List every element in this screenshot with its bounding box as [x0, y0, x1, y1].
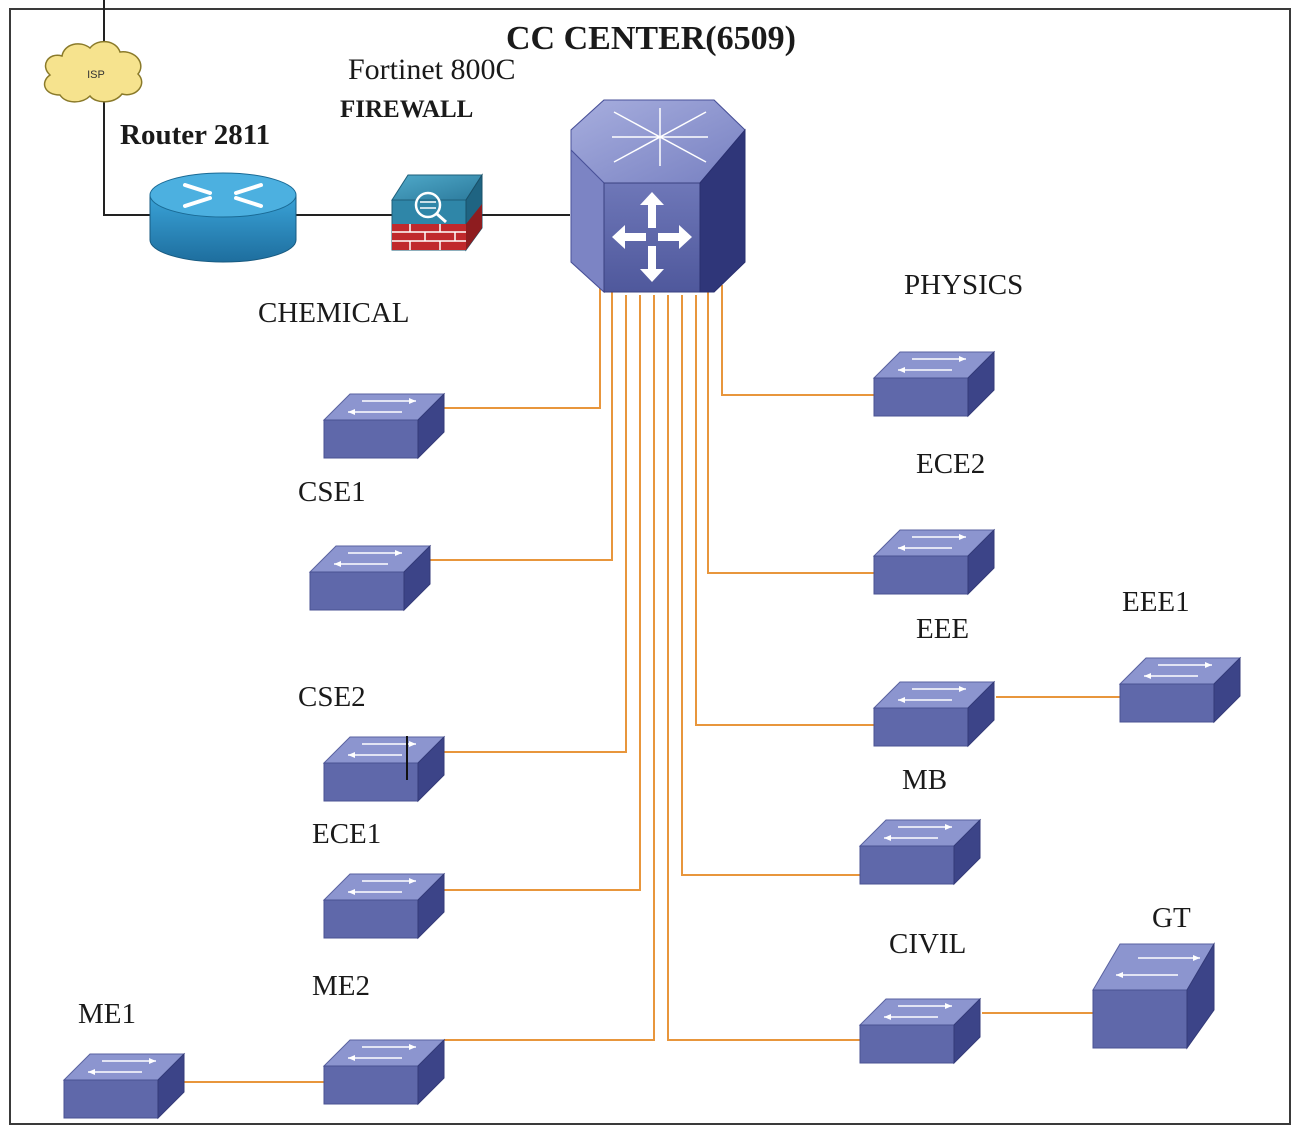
- router-label: Router 2811: [120, 119, 270, 151]
- switch-label-civil: CIVIL: [889, 928, 966, 960]
- switch-ece1: [323, 873, 445, 939]
- link-core-chemical: [444, 285, 601, 409]
- switch-label-cse2: CSE2: [298, 681, 366, 713]
- switch-physics: [873, 351, 995, 417]
- switch-icon: [323, 736, 445, 802]
- firewall-type-label: FIREWALL: [340, 96, 473, 123]
- switch-label-physics: PHYSICS: [904, 269, 1023, 301]
- switch-label-chemical: CHEMICAL: [258, 297, 409, 329]
- switch-cse2: [323, 736, 445, 802]
- cloud-label: ISP: [87, 69, 105, 81]
- switch-icon: [859, 998, 981, 1064]
- switch-icon: [873, 351, 995, 417]
- firewall-icon: [391, 173, 483, 252]
- switch-icon: [309, 545, 431, 611]
- switch-icon: [323, 873, 445, 939]
- switch-icon: [873, 681, 995, 747]
- switch-label-ece2: ECE2: [916, 448, 985, 480]
- switch-icon: [63, 1053, 185, 1119]
- trunk-links: [184, 285, 1120, 1083]
- switch-gt: [1092, 942, 1215, 1050]
- link-core-ece2: [707, 292, 874, 574]
- switch-civil: [859, 998, 981, 1064]
- switch-mb: [859, 819, 981, 885]
- core-title: CC CENTER(6509): [506, 20, 796, 57]
- router-icon: [149, 172, 297, 263]
- switch-icon: [873, 529, 995, 595]
- switch-label-cse1: CSE1: [298, 476, 366, 508]
- switch-label-eee: EEE: [916, 613, 969, 645]
- switch-me1: [63, 1053, 185, 1119]
- switch-label-eee1: EEE1: [1122, 586, 1190, 618]
- switch-icon: [859, 819, 981, 885]
- link-core-eee: [695, 295, 874, 726]
- cloud-icon: ISP: [43, 40, 143, 103]
- switch-chemical: [323, 393, 445, 459]
- link-core-me2: [444, 295, 655, 1041]
- link-core-mb: [681, 295, 860, 876]
- switch-me2: [323, 1039, 445, 1105]
- firewall-brand-label: Fortinet 800C: [348, 53, 516, 86]
- link-core-cse2: [442, 295, 627, 753]
- switch-label-me2: ME2: [312, 970, 370, 1002]
- switch-ece2: [873, 529, 995, 595]
- core-switch-icon: [570, 99, 746, 294]
- switch-label-mb: MB: [902, 764, 947, 796]
- switch-eee: [873, 681, 995, 747]
- link-core-civil: [667, 295, 860, 1041]
- switch-cse1: [309, 545, 431, 611]
- switch-icon: [323, 1039, 445, 1105]
- link-core-physics: [721, 285, 874, 396]
- switch-eee1: [1119, 657, 1241, 723]
- link-core-cse1: [430, 290, 613, 561]
- switch-label-me1: ME1: [78, 998, 136, 1030]
- link-core-ece1: [444, 295, 641, 891]
- switch-icon: [323, 393, 445, 459]
- wan-link-cloud-router: [103, 100, 152, 216]
- switch-label-gt: GT: [1152, 902, 1191, 934]
- switch-icon: [1119, 657, 1241, 723]
- diagram-frame: [9, 8, 1291, 1125]
- switch-label-ece1: ECE1: [312, 818, 381, 850]
